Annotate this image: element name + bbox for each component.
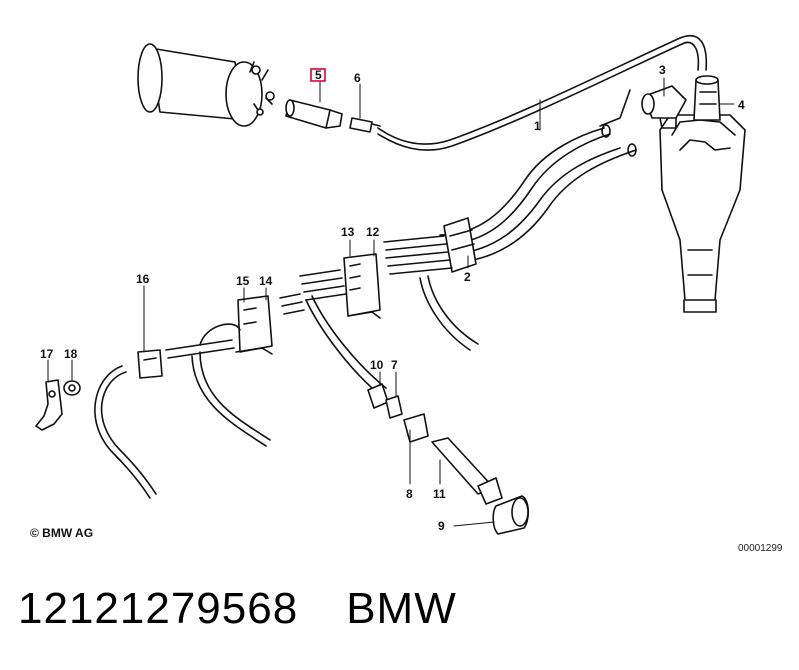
part-13-holder bbox=[343, 253, 381, 319]
callout-7: 7 bbox=[391, 358, 398, 372]
part-4-connector bbox=[693, 75, 721, 121]
left-leads bbox=[165, 323, 271, 447]
part-17-bracket bbox=[35, 379, 63, 431]
brand-name: BMW bbox=[346, 584, 457, 633]
far-left-lead bbox=[100, 371, 157, 495]
callout-12: 12 bbox=[366, 225, 380, 239]
distributor bbox=[659, 114, 746, 313]
part-16-clip bbox=[137, 349, 163, 379]
spark-plug-assembly bbox=[367, 383, 530, 535]
callout-17: 17 bbox=[40, 347, 54, 361]
callout-5: 5 bbox=[315, 68, 322, 82]
callout-6: 6 bbox=[354, 71, 361, 85]
part-2-loom-clip bbox=[443, 217, 477, 273]
callout-13: 13 bbox=[341, 225, 355, 239]
diagram-code: 00001299 bbox=[738, 543, 783, 554]
callout-9: 9 bbox=[438, 519, 445, 533]
ignition-leads-diagram: 1 2 3 4 5 6 7 8 9 10 11 12 13 14 15 16 1… bbox=[35, 35, 746, 535]
callout-10: 10 bbox=[370, 358, 384, 372]
part-3-boot bbox=[641, 85, 687, 129]
callout-3: 3 bbox=[659, 63, 666, 77]
callout-2: 2 bbox=[464, 270, 471, 284]
part-1-lead-bundle bbox=[439, 89, 637, 263]
part-15-holder bbox=[235, 295, 273, 355]
part-6-clip bbox=[349, 117, 381, 133]
callout-14: 14 bbox=[259, 274, 273, 288]
part-number: 12121279568 bbox=[18, 584, 299, 633]
main-cable bbox=[377, 35, 708, 145]
callout-11: 11 bbox=[433, 487, 446, 501]
callout-15: 15 bbox=[236, 274, 250, 288]
part-18-grommet bbox=[63, 380, 81, 396]
callout-18: 18 bbox=[64, 347, 78, 361]
ignition-coil bbox=[137, 43, 275, 127]
middle-leads bbox=[279, 269, 347, 315]
copyright-notice: © BMW AG bbox=[30, 526, 94, 540]
callout-5-highlight bbox=[310, 68, 326, 82]
leader-lines bbox=[47, 77, 735, 527]
parallel-leads bbox=[383, 235, 453, 275]
part-caption: 12121279568 BMW bbox=[18, 584, 457, 634]
callout-4: 4 bbox=[738, 98, 745, 112]
callout-1: 1 bbox=[534, 119, 541, 133]
part-5-connector bbox=[285, 99, 343, 129]
callout-8: 8 bbox=[406, 487, 413, 501]
callout-16: 16 bbox=[136, 272, 150, 286]
